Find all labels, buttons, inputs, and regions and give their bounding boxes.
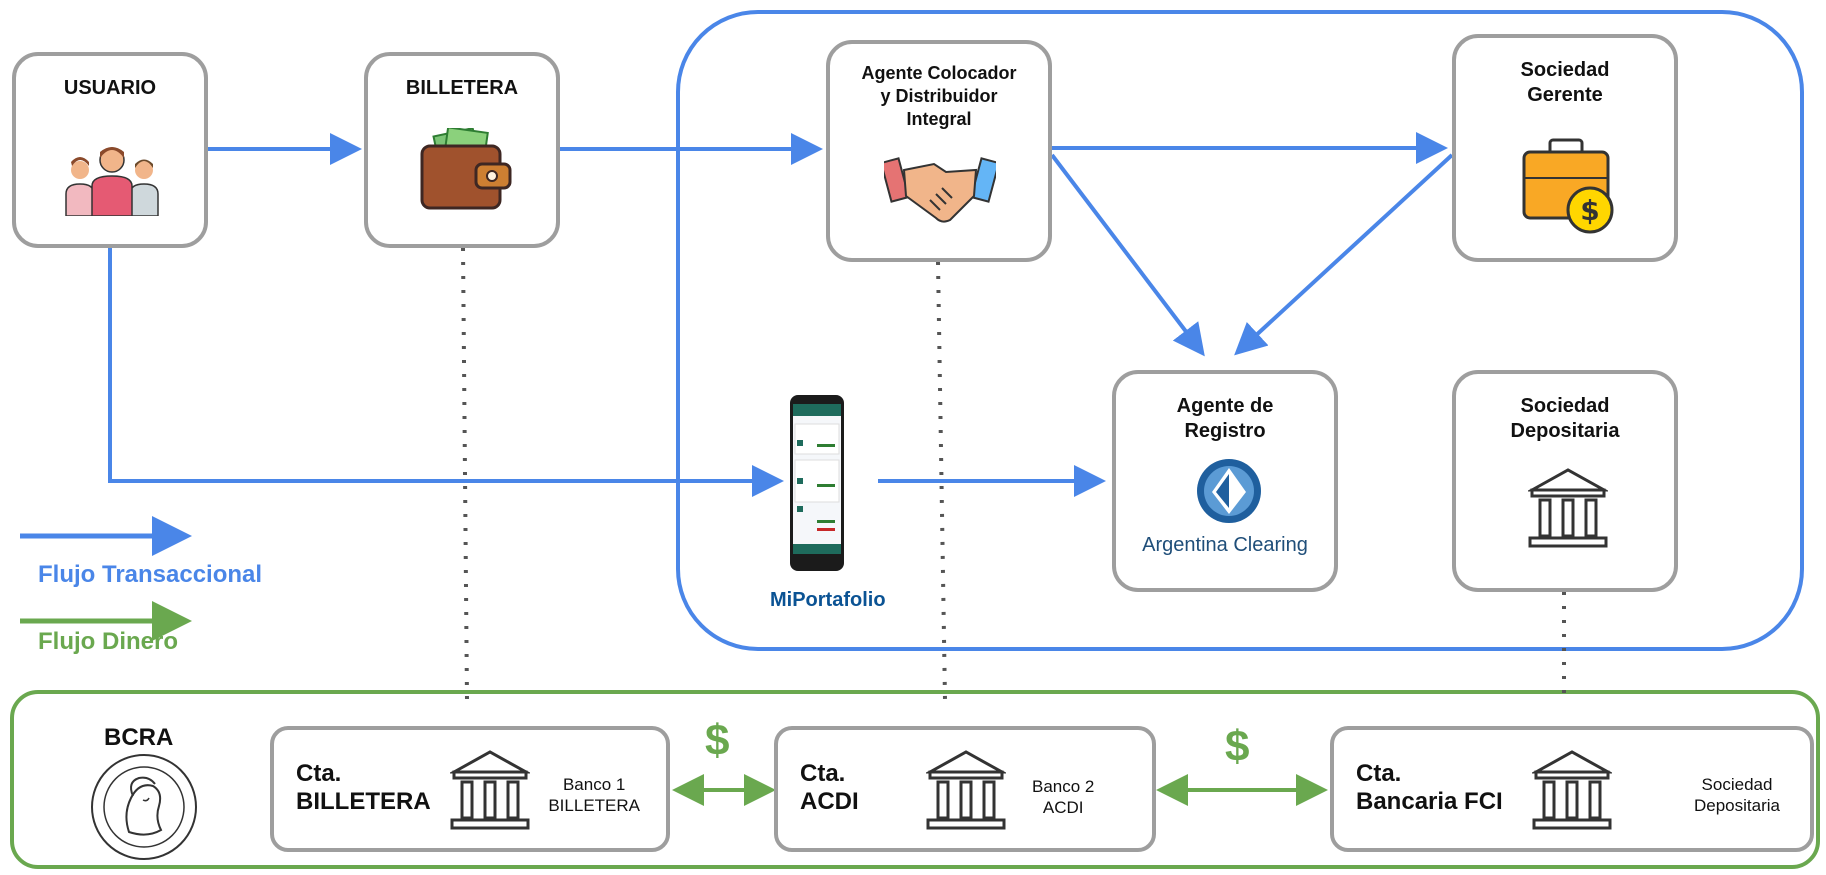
bank-building-icon xyxy=(1532,750,1612,830)
bank-building-icon xyxy=(1528,468,1608,548)
svg-text:$: $ xyxy=(1580,194,1599,227)
arrow-acdi-registro xyxy=(1050,153,1205,357)
node-billetera-title: BILLETERA xyxy=(405,77,519,99)
account-acdi-bank: Banco 2 ACDI xyxy=(1032,777,1095,817)
account-acdi-title: Cta. ACDI xyxy=(800,760,859,815)
node-depositaria[interactable]: Sociedad Depositaria xyxy=(1452,370,1678,592)
legend-dinero-label: Flujo Dinero xyxy=(38,628,178,655)
node-acdi[interactable]: Agente Colocador y Distribuidor Integral xyxy=(826,40,1052,262)
node-usuario-title: USUARIO xyxy=(63,77,157,99)
account-fci-title: Cta. Bancaria FCI xyxy=(1356,760,1503,815)
money-symbol-1: $ xyxy=(705,716,730,765)
fci-group-container xyxy=(676,10,1804,651)
node-gerente-title: Sociedad Gerente xyxy=(1520,59,1610,106)
argentina-clearing-logo-icon xyxy=(1197,459,1261,523)
wallet-icon xyxy=(420,128,512,210)
arrow-usuario-app xyxy=(108,248,784,497)
money-symbol-2: $ xyxy=(1225,722,1250,771)
briefcase-money-icon: $ xyxy=(1522,138,1614,234)
node-depositaria-title: Sociedad Depositaria xyxy=(1510,395,1620,442)
node-acdi-title: Agente Colocador y Distribuidor Integral xyxy=(861,63,1017,129)
node-registro[interactable]: Agente de Registro Argentina Clearing xyxy=(1112,370,1338,592)
bank-group-container xyxy=(10,690,1820,869)
handshake-icon xyxy=(884,157,996,223)
bcra-seal-icon xyxy=(91,754,197,860)
bank-building-icon xyxy=(926,750,1006,830)
node-usuario[interactable]: USUARIO xyxy=(12,52,208,248)
account-billetera-bank: Banco 1 BILLETERA xyxy=(548,775,640,815)
node-billetera[interactable]: BILLETERA xyxy=(364,52,560,248)
account-fci[interactable]: Cta. Bancaria FCI Sociedad Depositaria xyxy=(1330,726,1814,852)
app-label: MiPortafolio xyxy=(770,589,886,611)
bcra-title: BCRA xyxy=(104,724,174,751)
legend-transaccional-label: Flujo Transaccional xyxy=(38,561,263,588)
bank-building-icon xyxy=(450,750,530,830)
account-billetera-title: Cta. BILLETERA xyxy=(296,760,431,815)
account-acdi[interactable]: Cta. ACDI Banco 2 ACDI xyxy=(774,726,1156,852)
arrow-gerente-registro xyxy=(1234,153,1454,356)
phone-app-icon[interactable] xyxy=(789,394,845,572)
users-icon xyxy=(65,147,159,216)
account-fci-bank: Sociedad Depositaria xyxy=(1694,775,1780,815)
dotted-line-billetera xyxy=(461,247,469,701)
node-registro-title: Agente de Registro xyxy=(1176,395,1274,442)
node-gerente[interactable]: Sociedad Gerente $ xyxy=(1452,34,1678,262)
account-billetera[interactable]: Cta. BILLETERA Banco 1 BILLETERA xyxy=(270,726,670,852)
argentina-clearing-logo-text: Argentina Clearing xyxy=(1142,534,1308,556)
dotted-line-acdi xyxy=(936,261,947,701)
